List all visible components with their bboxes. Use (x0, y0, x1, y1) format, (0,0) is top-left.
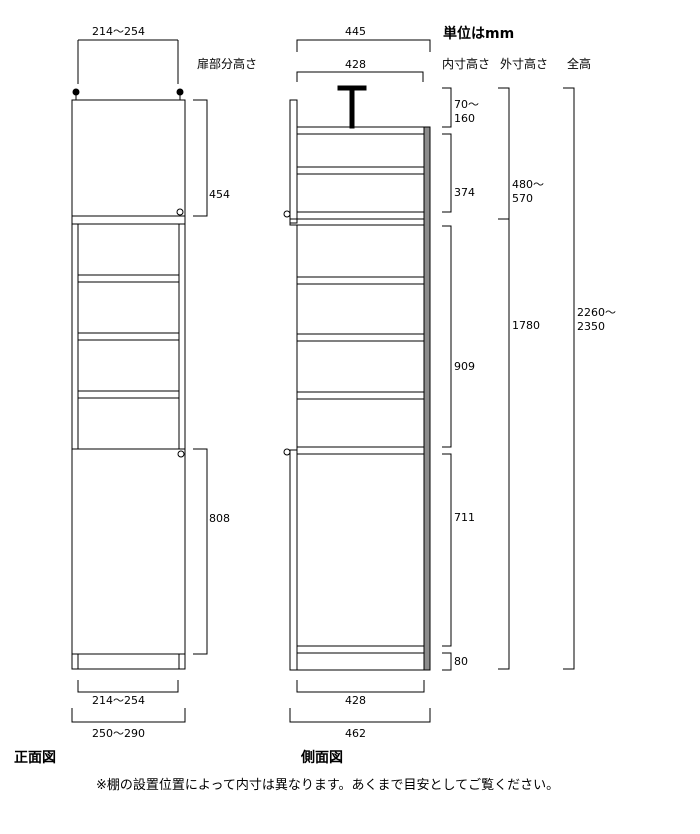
header-outer-height: 外寸高さ (500, 56, 548, 71)
inner-height-label-2: 909 (454, 360, 475, 373)
inner-height-label-4: 80 (454, 655, 468, 668)
dim-inner-top-gap (442, 87, 452, 128)
side-middle-shelf-2 (296, 333, 425, 342)
front-top-width-dimline (77, 39, 179, 84)
footnote: ※棚の設置位置によって内寸は異なります。あくまで目安としてご覧ください。 (96, 777, 559, 793)
dim-inner-middle (442, 225, 452, 448)
ceiling-support-plate (337, 85, 367, 91)
upper-door-height-label: 454 (209, 188, 230, 201)
front-shelf-3 (77, 390, 180, 399)
outer-height-0-line-2: 570 (512, 192, 533, 205)
front-view-title: 正面図 (14, 750, 56, 766)
header-door-height: 扉部分高さ (197, 56, 257, 71)
front-bottom-inner-width-dimline (77, 680, 179, 693)
inner-height-label-1: 374 (454, 186, 475, 199)
units-label: 単位はmm (443, 25, 514, 42)
dim-outer-lower (498, 218, 510, 670)
front-upper-door (71, 99, 186, 217)
side-outer-depth-bottom-dimline (289, 708, 431, 723)
dim-inner-upper (442, 133, 452, 213)
outer-height-label-1: 1780 (512, 319, 540, 332)
side-upper-top-board (296, 126, 425, 135)
inner-height-0-line-1: 70～ (454, 98, 479, 111)
side-upper-bottom-board (296, 211, 425, 220)
front-base-legs (77, 654, 180, 669)
side-inner-depth-top-dimline (296, 71, 424, 82)
outer-height-label-0: 480～ 570 (512, 178, 548, 205)
dim-inner-lower (442, 453, 452, 647)
front-upper-shelf-band (71, 215, 186, 225)
side-middle-bottom-shelf (296, 446, 425, 455)
inner-height-label-0: 70～ 160 (454, 98, 483, 125)
front-shelf-1 (77, 274, 180, 283)
side-rear-panel (423, 126, 431, 671)
dim-inner-base (442, 652, 452, 671)
front-lower-door (71, 448, 186, 655)
upper-door-hinge-icon (176, 208, 184, 216)
side-separator-board (289, 218, 425, 226)
front-base (71, 653, 186, 670)
total-height-label: 2260～ 2350 (577, 306, 620, 333)
side-upper-hinge-icon (283, 210, 291, 218)
side-bottom-board (296, 645, 425, 654)
side-inner-depth-top-label: 428 (345, 58, 366, 71)
side-upper-door-panel (289, 99, 298, 224)
side-view-title: 側面図 (300, 749, 343, 766)
side-lower-door-panel (289, 449, 298, 671)
lower-door-hinge-icon (177, 450, 185, 458)
side-base (296, 652, 425, 671)
front-open-frame (71, 224, 186, 449)
upper-door-height-dimline (193, 99, 208, 217)
side-inner-depth-bottom-label: 428 (345, 694, 366, 707)
front-bottom-outer-width-label: 250～290 (92, 727, 145, 740)
front-bottom-inner-width-label: 214～254 (92, 694, 145, 707)
side-middle-shelf-3 (296, 391, 425, 400)
side-upper-shelf (296, 166, 425, 175)
total-height-line-2: 2350 (577, 320, 605, 333)
inner-height-label-3: 711 (454, 511, 475, 524)
side-middle-shelf-1 (296, 276, 425, 285)
top-knob-stems (75, 92, 181, 100)
lower-door-height-label: 808 (209, 512, 230, 525)
front-view (71, 39, 208, 723)
side-outer-depth-top-dimline (296, 39, 431, 52)
lower-door-height-dimline (193, 448, 208, 655)
front-top-width-label: 214～254 (92, 25, 145, 38)
header-total-height: 全高 (567, 56, 591, 71)
dim-outer-upper (498, 87, 510, 220)
front-bottom-outer-width-dimline (71, 708, 186, 723)
total-height-line-1: 2260～ (577, 306, 616, 319)
side-outer-depth-bottom-label: 462 (345, 727, 366, 740)
dim-total-height (563, 87, 575, 670)
side-inner-depth-bottom-dimline (296, 680, 425, 693)
ceiling-support-rod (349, 89, 355, 129)
inner-height-0-line-2: 160 (454, 112, 475, 125)
side-outer-depth-top-label: 445 (345, 25, 366, 38)
side-lower-hinge-icon (283, 448, 291, 456)
header-inner-height: 内寸高さ (442, 56, 490, 71)
front-shelf-2 (77, 332, 180, 341)
outer-height-0-line-1: 480～ (512, 178, 544, 191)
